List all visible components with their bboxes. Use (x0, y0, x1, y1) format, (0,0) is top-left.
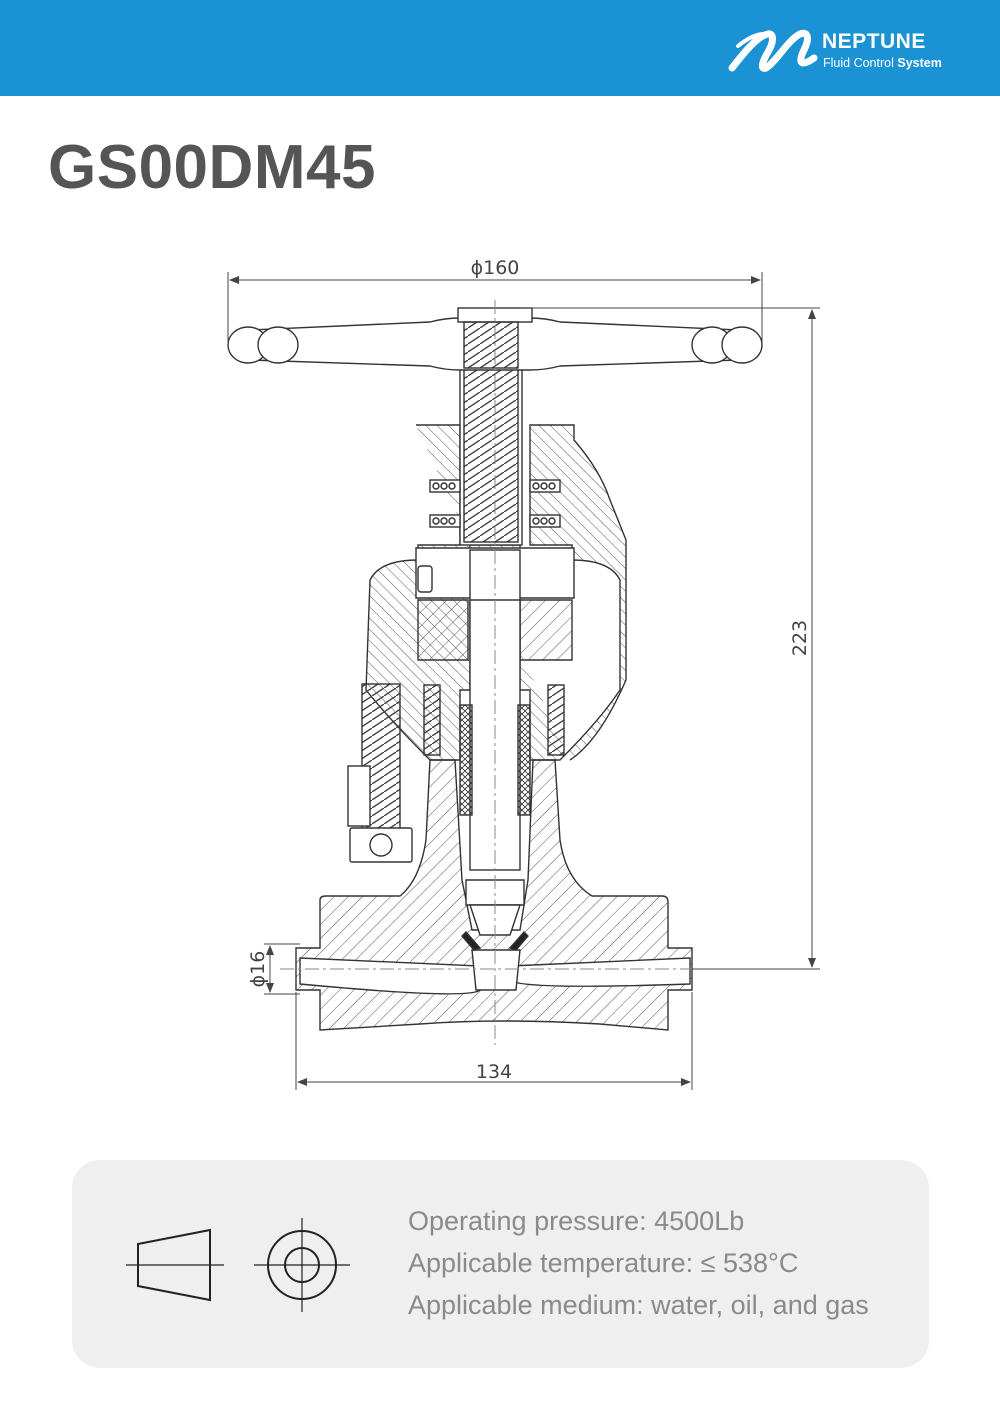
dim-height: 223 (789, 620, 811, 656)
spec-operating-pressure: Operating pressure: 4500Lb (408, 1206, 745, 1236)
dim-port-diameter: ϕ16 (247, 951, 269, 988)
first-angle-projection-frustum-icon (126, 1228, 224, 1302)
brand-tagline: Fluid Control System (823, 56, 942, 70)
spec-panel: Operating pressure: 4500Lb Applicable te… (72, 1160, 929, 1368)
neptune-wave-logo-icon (728, 29, 818, 72)
dim-length: 134 (476, 1061, 512, 1083)
spec-applicable-temperature: Applicable temperature: ≤ 538°C (408, 1248, 799, 1278)
first-angle-projection-circles-icon (254, 1218, 350, 1312)
header-bar: NEPTUNE Fluid Control System (0, 0, 1000, 96)
brand-logo: NEPTUNE Fluid Control System (728, 22, 958, 78)
dim-handwheel-diameter: ϕ160 (471, 257, 520, 279)
valve-cross-section-drawing: ϕ160 223 ϕ16 134 (227, 257, 820, 1090)
spec-applicable-medium: Applicable medium: water, oil, and gas (408, 1290, 869, 1320)
product-model-title: GS00DM45 (48, 133, 376, 202)
centerlines (280, 300, 710, 1045)
projection-symbols (126, 1218, 350, 1312)
dimension-lines (227, 272, 820, 1090)
brand-name: NEPTUNE (822, 30, 926, 53)
valve-body-section (227, 307, 763, 1031)
